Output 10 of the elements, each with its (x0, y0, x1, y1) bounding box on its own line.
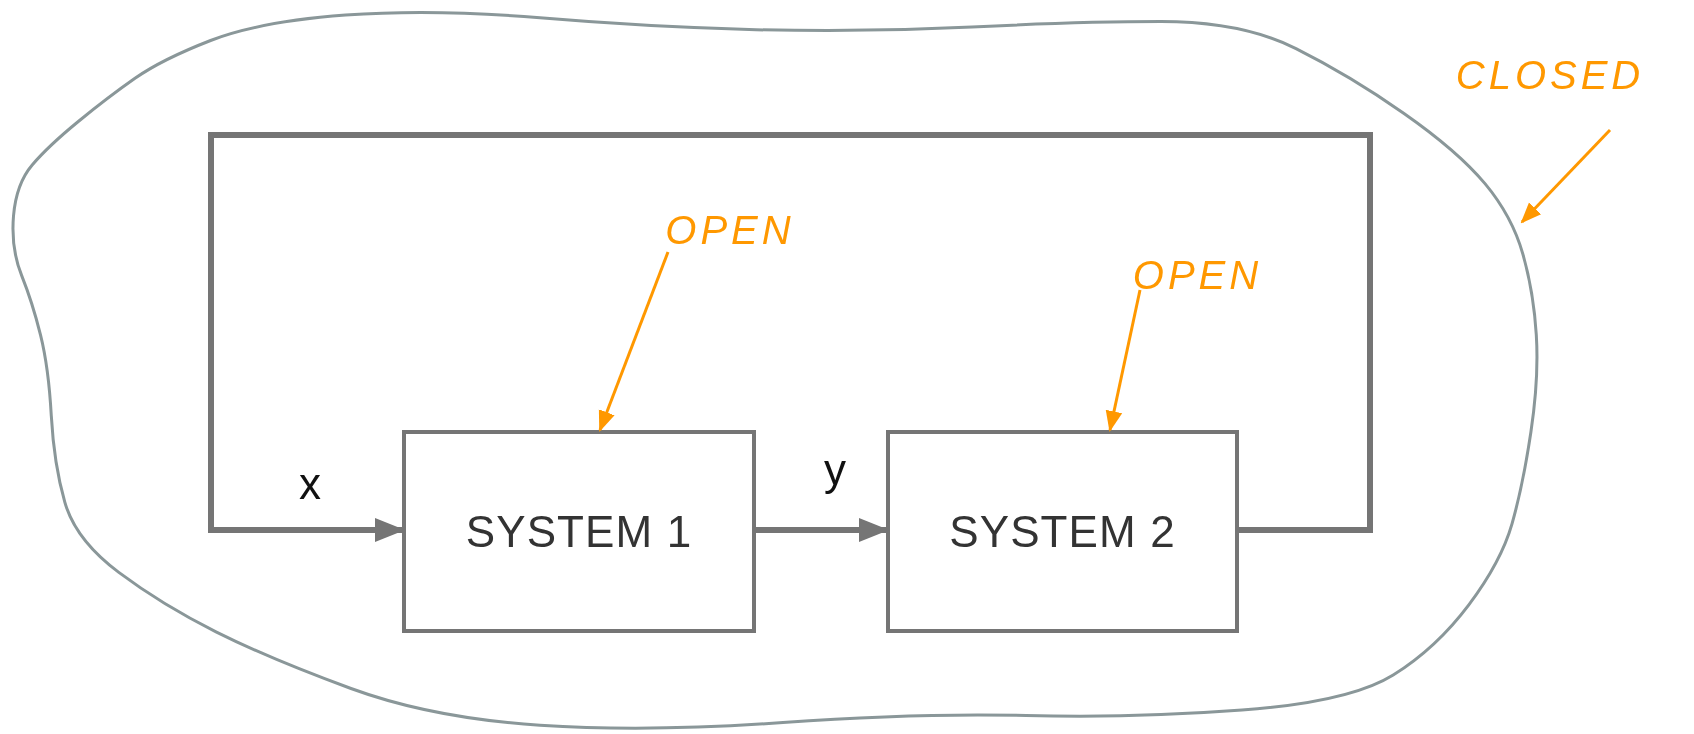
leader-arrow (598, 251, 670, 432)
handwritten-annotation: OPEN (1115, 245, 1280, 305)
leader-arrow (1520, 128, 1612, 224)
leader-arrow (1105, 289, 1142, 433)
system-box: SYSTEM 1 (402, 430, 756, 633)
signal-arrow (756, 518, 889, 542)
handwritten-annotation: OPEN (650, 200, 810, 260)
system-box: SYSTEM 2 (886, 430, 1239, 633)
signal-arrow (208, 132, 1373, 542)
handwritten-annotation: CLOSED (1420, 40, 1680, 110)
